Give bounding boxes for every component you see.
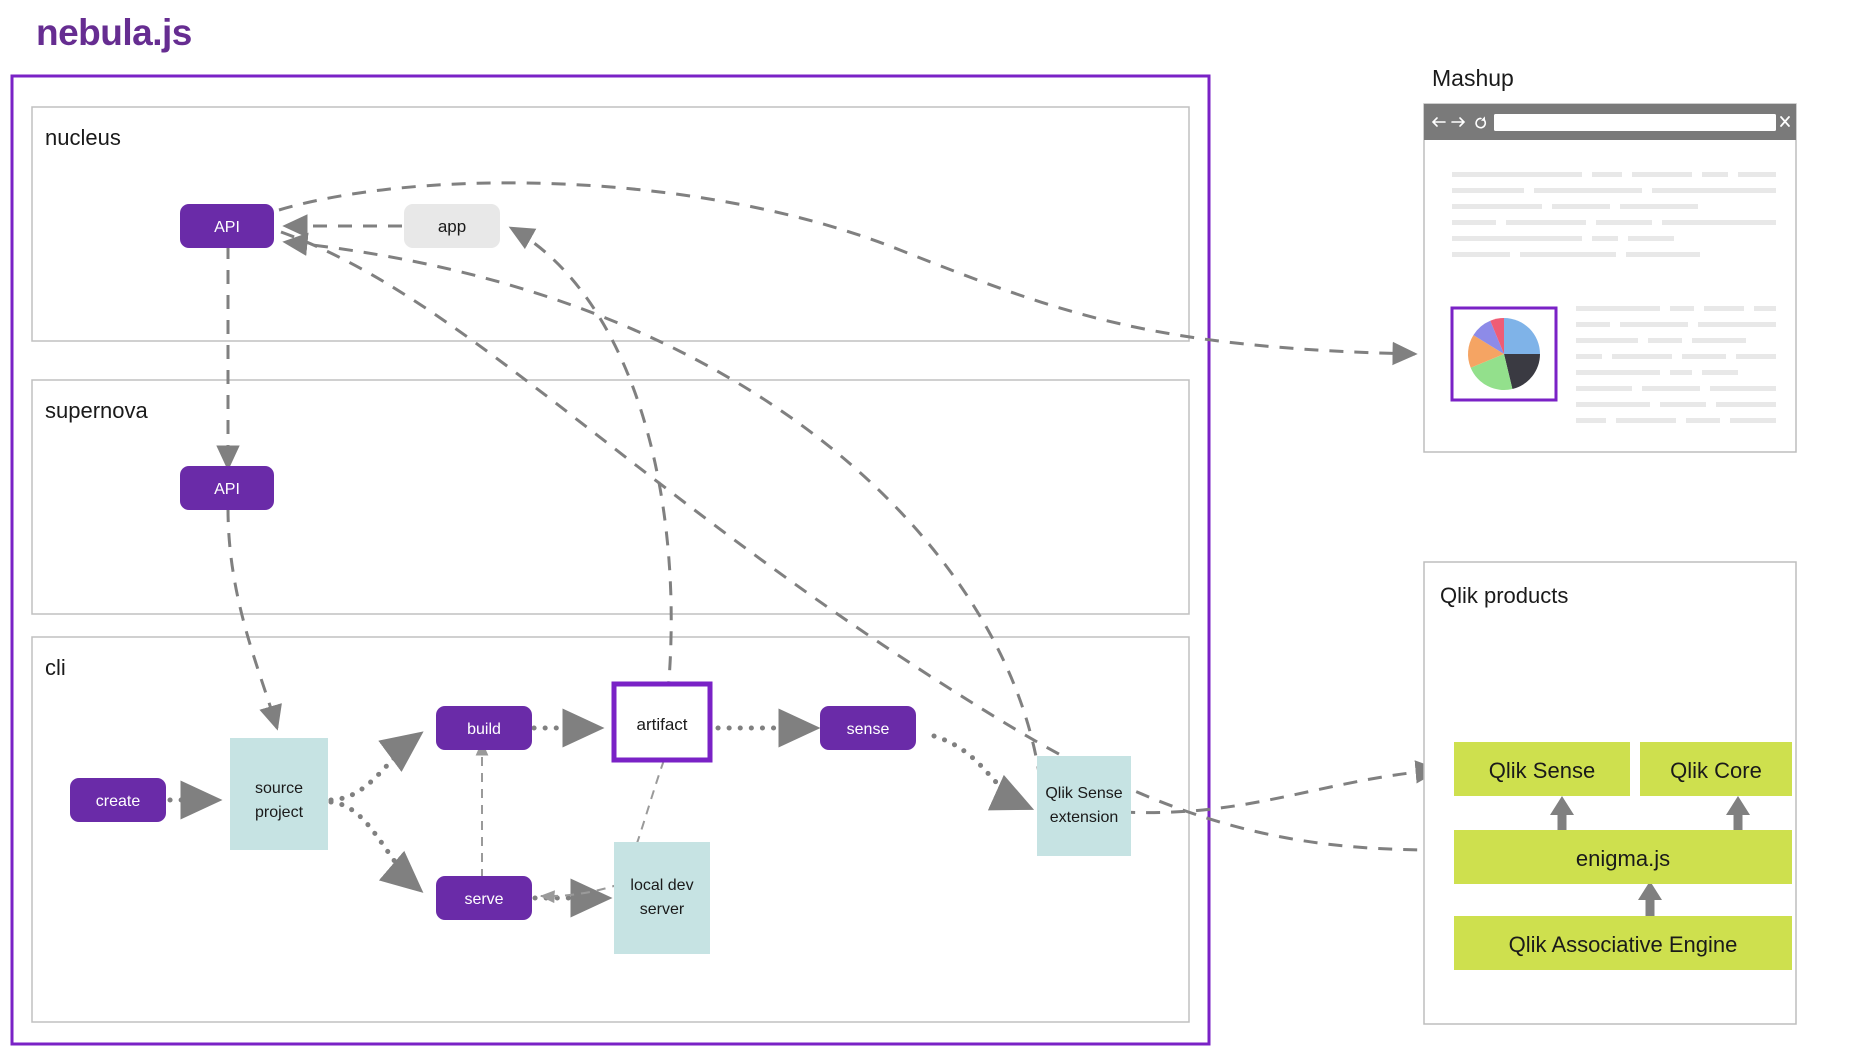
node-qlik-associative-engine[interactable]: Qlik Associative Engine <box>1454 916 1792 970</box>
qlik-products-panel: Qlik products Qlik Sense Qlik Core enigm… <box>1423 561 1797 1025</box>
node-sense[interactable]: sense <box>820 706 916 750</box>
node-label: serve <box>464 891 503 908</box>
node-enigma-js[interactable]: enigma.js <box>1454 830 1792 884</box>
node-source-project[interactable]: source project <box>230 738 328 850</box>
node-label: Qlik Associative Engine <box>1509 932 1738 957</box>
arrowhead-qlik-core <box>1726 796 1750 815</box>
node-qlik-core[interactable]: Qlik Core <box>1640 742 1792 796</box>
edge-source-project-to-build <box>328 731 424 803</box>
node-label: Qlik Sense <box>1489 758 1595 783</box>
node-label-line2: project <box>255 804 304 821</box>
node-qlik-sense-extension[interactable]: Qlik Sense extension <box>1037 756 1131 856</box>
node-label-line2: extension <box>1050 809 1119 826</box>
edge-source-project-to-serve <box>328 799 424 893</box>
node-label-line1: local dev <box>630 877 693 894</box>
pie-slice-green <box>1470 354 1513 390</box>
section-label-supernova: supernova <box>45 398 149 423</box>
mashup-browser-window <box>1423 103 1797 453</box>
edge-sense-to-extension <box>931 733 1035 811</box>
node-nucleus-api[interactable]: API <box>180 204 274 248</box>
arrowhead-qlik-sense <box>1550 796 1574 815</box>
mashup-pie-chart[interactable] <box>1450 306 1558 402</box>
node-app[interactable]: app <box>404 204 500 248</box>
edge-supernova-api-to-source-project <box>226 507 282 731</box>
node-label: Qlik Core <box>1670 758 1762 783</box>
node-supernova-api[interactable]: API <box>180 466 274 510</box>
node-local-dev-server[interactable]: local dev server <box>614 842 710 954</box>
node-build[interactable]: build <box>436 706 532 750</box>
mashup-content-skeleton <box>1452 172 1776 423</box>
pie-slice-pink <box>1490 318 1504 354</box>
edge-local-dev-server-to-serve <box>539 859 663 904</box>
edge-nucleus-api-to-enigma <box>280 230 1439 852</box>
pie-slice-purple <box>1473 320 1504 354</box>
main-container <box>10 74 1211 1046</box>
edge-nucleus-api-to-mashup <box>278 181 1418 366</box>
node-label: app <box>438 217 466 236</box>
node-label: API <box>214 481 240 498</box>
node-label: API <box>214 219 240 236</box>
edge-extension-to-qlik-sense <box>1120 760 1441 815</box>
node-label-line2: server <box>640 901 685 918</box>
browser-forward-icon[interactable] <box>1451 117 1466 127</box>
section-cli: cli <box>31 636 1190 1023</box>
arrowhead-enigma <box>1638 881 1662 900</box>
brand-title: nebula.js <box>36 12 192 53</box>
browser-address-bar[interactable] <box>1494 114 1776 131</box>
node-label: artifact <box>636 715 687 734</box>
pie-slice-dark <box>1504 354 1540 389</box>
node-label: build <box>467 721 501 738</box>
pie-slice-orange <box>1468 335 1504 368</box>
node-label-line1: source <box>255 780 303 797</box>
edge-artifact-to-app <box>508 226 673 721</box>
node-artifact[interactable]: artifact <box>611 681 713 763</box>
mashup-title: Mashup <box>1432 65 1514 91</box>
node-label: sense <box>847 721 890 738</box>
node-label: create <box>96 793 141 810</box>
qlik-products-title: Qlik products <box>1440 583 1568 608</box>
node-create[interactable]: create <box>70 778 166 822</box>
section-label-cli: cli <box>45 655 66 680</box>
browser-reload-icon[interactable] <box>1475 116 1487 129</box>
edge-extension-to-nucleus-api <box>282 232 1042 781</box>
node-serve[interactable]: serve <box>436 876 532 920</box>
browser-back-icon[interactable] <box>1431 117 1446 127</box>
node-qlik-sense[interactable]: Qlik Sense <box>1454 742 1630 796</box>
section-supernova: supernova <box>31 379 1190 615</box>
node-label: enigma.js <box>1576 846 1670 871</box>
section-nucleus: nucleus <box>31 106 1190 342</box>
pie-slice-blue <box>1504 318 1540 354</box>
node-label-line1: Qlik Sense <box>1045 785 1122 802</box>
browser-close-icon[interactable] <box>1780 116 1790 127</box>
section-label-nucleus: nucleus <box>45 125 121 150</box>
